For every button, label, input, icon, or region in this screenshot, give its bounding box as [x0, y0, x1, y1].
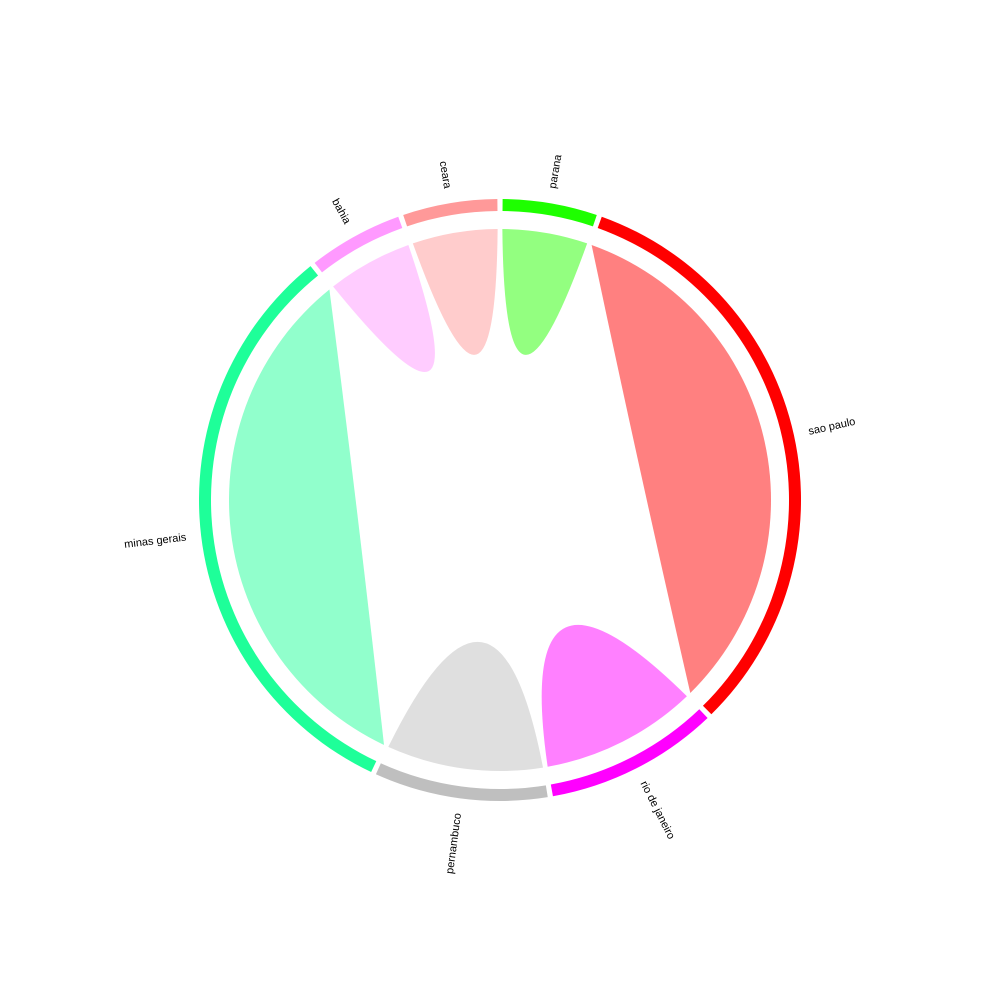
ribbon-rio-de-janeiro-rio-de-janeiro — [541, 624, 687, 767]
sector-label-ceara: ceara — [437, 160, 454, 190]
sector-arc-parana — [502, 199, 597, 227]
sector-label-pernambuco: pernambuco — [444, 812, 464, 874]
sector-label-minas-gerais: minas gerais — [124, 532, 188, 551]
sector-label-rio-de-janeiro: rio de janeiro — [638, 779, 677, 841]
sector-label-parana: parana — [547, 153, 565, 190]
ribbon-parana-parana — [502, 229, 588, 355]
sector-arc-bahia — [314, 216, 403, 273]
sector-arc-sao-paulo — [597, 216, 801, 715]
sector-arc-rio-de-janeiro — [550, 709, 708, 797]
ribbon-bahia-bahia — [333, 244, 435, 373]
ribbon-ceara-ceara — [412, 229, 498, 355]
sector-arc-minas-gerais — [198, 266, 377, 773]
sector-label-bahia: bahia — [329, 197, 353, 227]
ribbon-pernambuco-pernambuco — [388, 641, 543, 771]
ribbon-sao-paulo-sao-paulo — [591, 244, 771, 693]
sector-label-sao-paulo: sao paulo — [807, 416, 856, 438]
sector-arc-pernambuco — [375, 763, 548, 801]
sector-arc-ceara — [403, 199, 498, 227]
sector-arcs-group — [198, 199, 801, 801]
ribbons-group — [228, 229, 771, 771]
ribbon-minas-gerais-minas-gerais — [228, 289, 384, 745]
